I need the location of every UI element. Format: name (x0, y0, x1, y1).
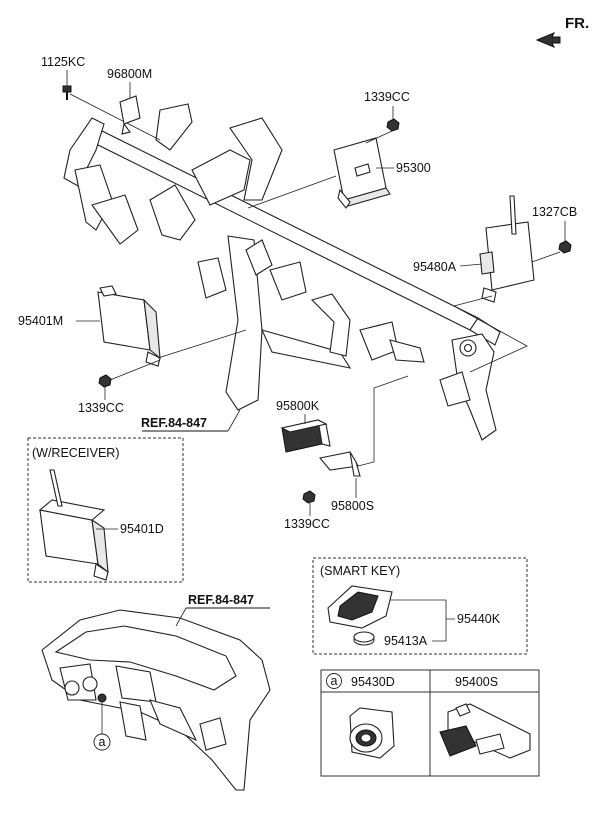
part-label-95400S: 95400S (455, 675, 498, 689)
part-label-1125KC: 1125KC (41, 55, 85, 69)
part-label-1339CC-mid: 1339CC (284, 517, 330, 531)
part-label-1339CC-left: 1339CC (78, 401, 124, 415)
smart-key-group-frame (312, 557, 528, 655)
receiver-group-frame (27, 437, 184, 583)
module-95300 (333, 137, 391, 209)
table-marker-label: a (331, 674, 338, 688)
part-label-95401M: 95401M (18, 314, 63, 328)
bracket-95800S (318, 451, 361, 477)
module-95800K (280, 419, 331, 453)
ref-label-lower: REF.84-847 (188, 593, 254, 607)
detail-marker-label: a (99, 735, 106, 749)
smart-key-unit-95400S (439, 703, 531, 759)
nut-1339CC-top (386, 118, 400, 132)
start-stop-switch-95430D (349, 707, 395, 759)
nut-1339CC-left (98, 374, 112, 388)
part-label-95800K: 95800K (276, 399, 320, 413)
dashboard-panel (41, 609, 271, 791)
part-label-95430D: 95430D (351, 675, 395, 689)
receiver-group-title: (W/RECEIVER) (32, 446, 120, 460)
smart-key-fob (327, 585, 393, 629)
part-label-95401D: 95401D (120, 522, 164, 536)
battery-95413A (353, 631, 375, 646)
part-label-1339CC-top: 1339CC (364, 90, 410, 104)
module-95401D (38, 469, 109, 581)
part-label-95300: 95300 (396, 161, 431, 175)
table-marker-circle (326, 673, 342, 689)
module-95480A (479, 195, 535, 303)
front-direction-arrow-icon (535, 32, 561, 48)
smart-key-group-title: (SMART KEY) (320, 564, 400, 578)
detail-marker-circle (93, 733, 111, 751)
front-direction-label: FR. (565, 15, 589, 32)
bolt-1125KC (62, 85, 72, 100)
nut-1327CB (558, 240, 572, 254)
part-label-96800M: 96800M (107, 67, 152, 81)
part-label-95800S: 95800S (331, 499, 374, 513)
part-label-95440K: 95440K (457, 612, 501, 626)
part-label-95480A: 95480A (413, 260, 457, 274)
module-95401M (97, 285, 161, 367)
nut-1339CC-mid (302, 490, 316, 504)
module-96800M (119, 95, 141, 135)
cowl-cross-bar-assembly (63, 103, 501, 441)
ref-label-upper: REF.84-847 (141, 416, 207, 430)
start-button-location-marker (97, 693, 107, 703)
part-label-1327CB: 1327CB (532, 205, 577, 219)
part-label-95413A: 95413A (384, 634, 428, 648)
